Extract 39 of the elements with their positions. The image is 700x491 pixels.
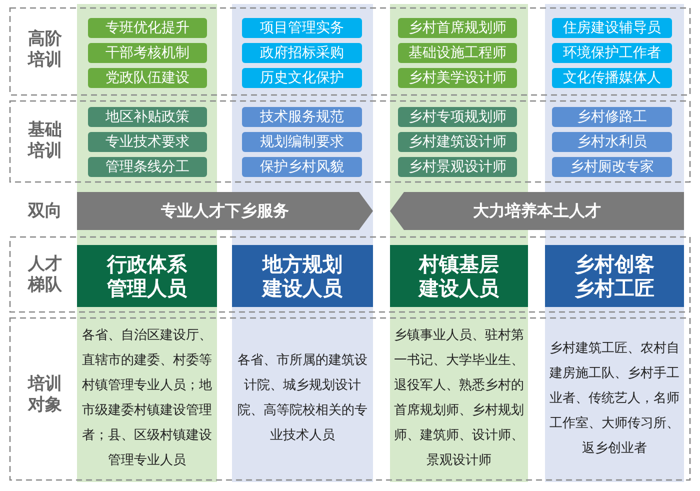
training-topic-box: 乡村专项规划师	[398, 107, 517, 127]
training-topic-box: 干部考核机制	[88, 43, 207, 63]
training-topic-box: 基础设施工程师	[398, 43, 517, 63]
training-topic-box: 乡村建筑设计师	[398, 132, 517, 152]
talent-tier-box: 村镇基层建设人员	[390, 245, 528, 307]
training-topic-box: 乡村景观设计师	[398, 157, 517, 177]
training-topic-box: 政府招标采购	[242, 43, 362, 63]
talent-tier-box: 乡村创客乡村工匠	[545, 245, 684, 307]
row-label: 高阶培训	[26, 29, 63, 71]
training-topic-box: 项目管理实务	[242, 18, 362, 38]
training-topic-box: 保护乡村风貌	[242, 157, 362, 177]
direction-arrow-band: 专业人才下乡服务	[77, 192, 373, 230]
row-label: 基础培训	[26, 120, 63, 162]
training-topic-box: 历史文化保护	[242, 68, 362, 88]
training-topic-box: 乡村水利员	[552, 132, 672, 152]
description-cell: 乡镇事业人员、驻村第一书记、大学毕业生、退役军人、熟悉乡村的首席规划师、乡村规划师、建筑师、设计师、景观设计师	[390, 322, 528, 474]
row-label: 人才梯队	[26, 254, 63, 296]
training-topic-box: 管理条线分工	[88, 157, 207, 177]
training-topic-box: 党政队伍建设	[88, 68, 207, 88]
training-topic-box: 技术服务规范	[242, 107, 362, 127]
description-cell: 各省、市所属的建筑设计院、城乡规划设计院、高等院校相关的专业技术人员	[232, 322, 373, 474]
row-label: 培训对象	[26, 374, 63, 416]
training-topic-box: 专班优化提升	[88, 18, 207, 38]
training-topic-box: 乡村首席规划师	[398, 18, 517, 38]
training-topic-box: 文化传播媒体人	[552, 68, 672, 88]
training-topic-box: 地区补贴政策	[88, 107, 207, 127]
training-topic-box: 环境保护工作者	[552, 43, 672, 63]
training-topic-box: 乡村厕改专家	[552, 157, 672, 177]
description-cell: 乡村建筑工匠、农村自建房施工队、乡村手工业者、传统艺人，名师工作室、大师传习所、返乡创业者	[545, 322, 684, 474]
training-topic-box: 规划编制要求	[242, 132, 362, 152]
description-cell: 各省、自治区建设厅、直辖市的建委、村委等村镇管理专业人员；地市级建委村镇建设管理者；县、区级村镇建设管理专业人员	[77, 322, 217, 474]
training-topic-box: 乡村修路工	[552, 107, 672, 127]
training-topic-box: 乡村美学设计师	[398, 68, 517, 88]
row-label: 双向	[26, 200, 63, 222]
direction-arrow-band: 大力培养本土人才	[390, 192, 684, 230]
talent-tier-box: 地方规划建设人员	[232, 245, 373, 307]
training-topic-box: 专业技术要求	[88, 132, 207, 152]
training-topic-box: 住房建设辅导员	[552, 18, 672, 38]
talent-tier-box: 行政体系管理人员	[77, 245, 217, 307]
